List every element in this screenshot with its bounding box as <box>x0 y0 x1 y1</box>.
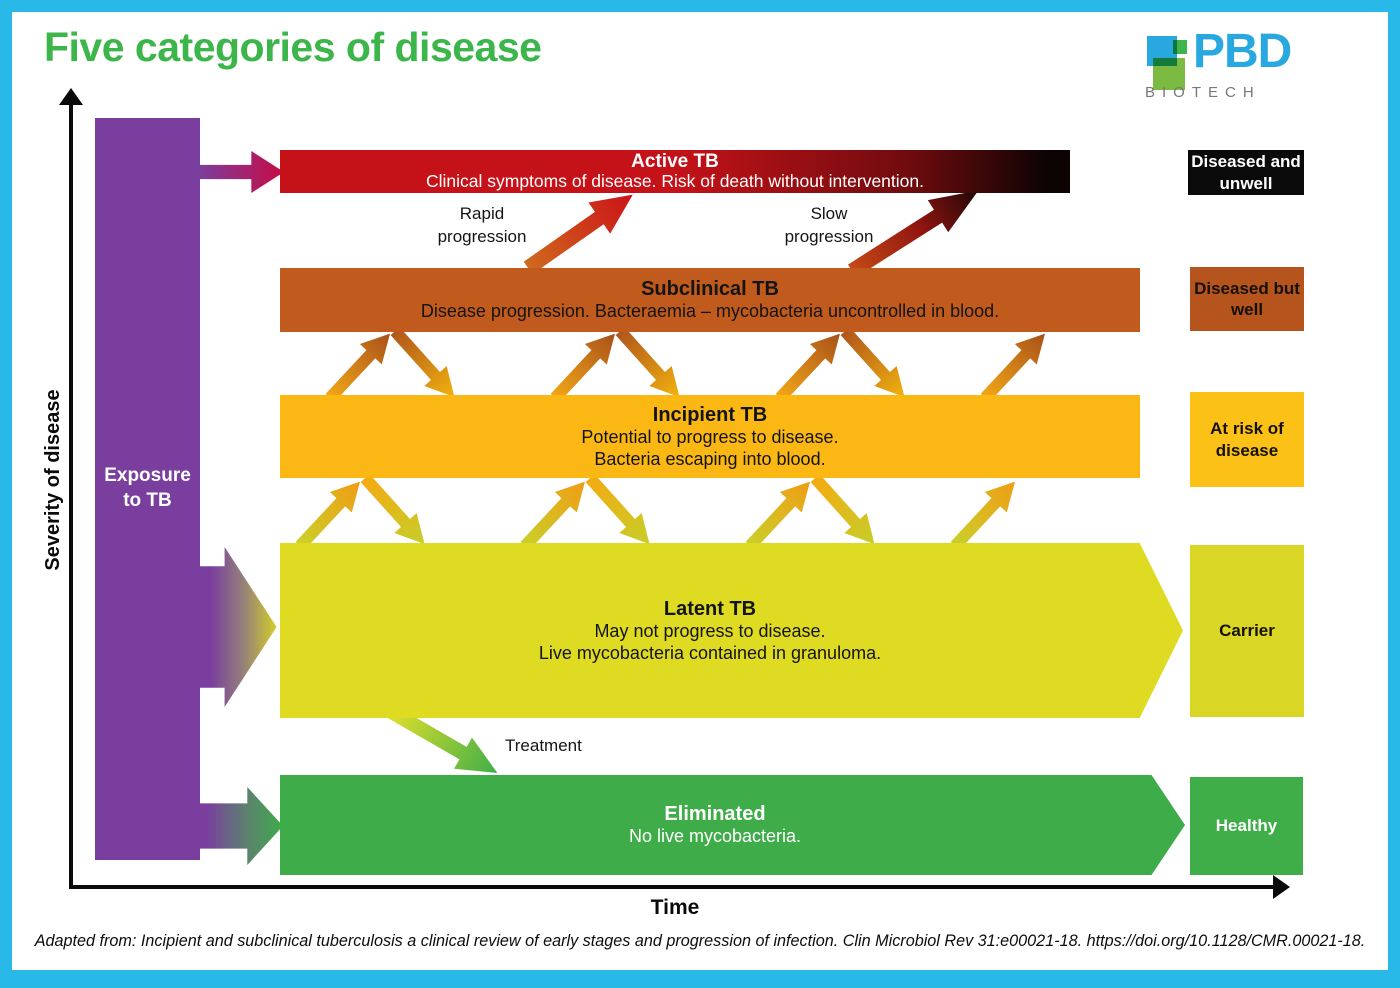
down-arrow-icon <box>579 468 661 554</box>
rapid-progression-label: Rapid progression <box>437 204 527 246</box>
logo-small-green-square-icon <box>1173 40 1187 54</box>
exposure-label-line2: to TB <box>123 490 172 511</box>
stage-desc: Disease progression. Bacteraemia – mycob… <box>420 301 1000 322</box>
x-axis-label: Time <box>650 896 700 919</box>
stage-bar-eliminated: Eliminated No live mycobacteria. <box>280 775 1185 875</box>
state-box-diseased-and-unwell: Diseased and unwell <box>1188 150 1304 195</box>
logo-squares-icon <box>1143 34 1197 92</box>
logo-green-square-icon <box>1153 58 1185 90</box>
exposure-label-line1: Exposure <box>104 465 191 487</box>
stage-desc: Live mycobacteria contained in granuloma… <box>538 642 882 663</box>
stage-desc: No live mycobacteria. <box>628 826 802 847</box>
exposure-to-eliminated-arrow-icon <box>198 787 283 865</box>
stage-desc: May not progress to disease. <box>594 620 826 641</box>
y-axis-label: Severity of disease <box>42 389 64 571</box>
logo-sub-text: BIOTECH <box>1145 84 1261 101</box>
state-box-diseased-but-well: Diseased but well <box>1190 267 1304 331</box>
citation-text: Adapted from: Incipient and subclinical … <box>34 932 1366 950</box>
stage-desc: Bacteria escaping into blood. <box>594 448 826 469</box>
y-axis-arrowhead-icon <box>59 88 83 105</box>
stage-title: Eliminated <box>664 803 766 826</box>
page-title: Five categories of disease <box>44 24 542 70</box>
down-arrow-icon <box>804 468 886 554</box>
exposure-to-latent-arrow-icon <box>199 547 277 707</box>
stage-title: Active TB <box>631 151 719 173</box>
logo-brand-text: PBD <box>1193 25 1292 78</box>
stage-desc: Potential to progress to disease. <box>581 426 839 447</box>
treatment-label: Treatment <box>505 736 582 755</box>
state-box-at-risk-of-disease: At risk of disease <box>1190 392 1304 487</box>
stage-bar-latent-tb: Latent TB May not progress to disease. L… <box>280 543 1183 718</box>
stage-title: Incipient TB <box>652 403 768 426</box>
y-axis-line <box>69 102 73 887</box>
stage-bar-subclinical-tb: Subclinical TB Disease progression. Bact… <box>280 268 1140 332</box>
stage-title: Latent TB <box>663 597 757 620</box>
down-arrow-icon <box>354 468 436 554</box>
exposure-to-active-arrow-icon <box>198 151 284 193</box>
stage-desc: Clinical symptoms of disease. Risk of de… <box>425 171 924 192</box>
exposure-bar: Exposure to TB <box>95 118 200 860</box>
x-axis-arrowhead-icon <box>1273 875 1290 899</box>
slow-progression-label: Slow progression <box>784 204 874 246</box>
stage-bar-active-tb: Active TB Clinical symptoms of disease. … <box>280 150 1070 193</box>
stage-title: Subclinical TB <box>641 278 779 301</box>
pbd-biotech-logo: PBD BIOTECH <box>1143 25 1318 110</box>
state-box-healthy: Healthy <box>1190 777 1303 875</box>
x-axis-line <box>69 885 1275 889</box>
stage-bar-incipient-tb: Incipient TB Potential to progress to di… <box>280 395 1140 478</box>
state-box-carrier: Carrier <box>1190 545 1304 717</box>
